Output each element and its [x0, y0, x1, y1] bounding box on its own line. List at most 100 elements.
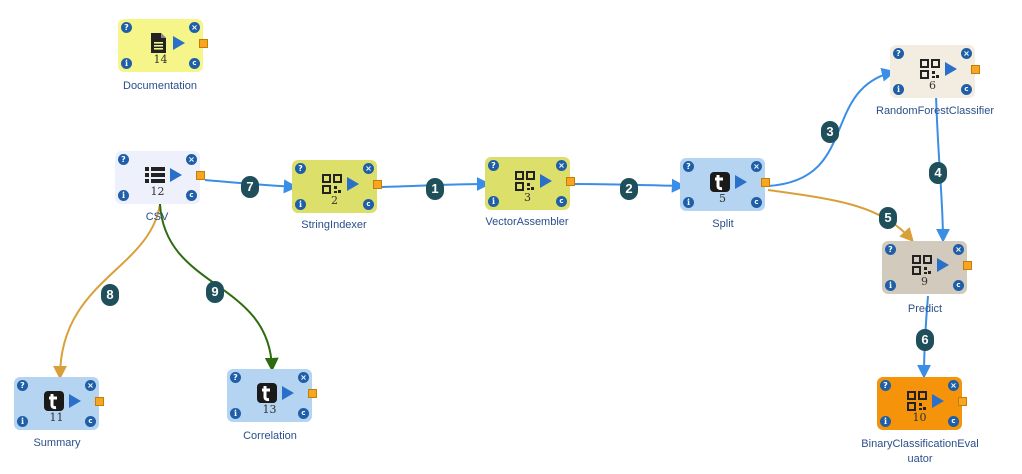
node-label: Split: [712, 218, 734, 230]
close-icon[interactable]: ×: [953, 244, 964, 255]
info-icon[interactable]: i: [295, 199, 306, 210]
help-icon[interactable]: ?: [230, 372, 241, 383]
help-icon[interactable]: ?: [683, 161, 694, 172]
config-icon[interactable]: c: [186, 190, 197, 201]
help-icon[interactable]: ?: [118, 154, 129, 165]
close-icon[interactable]: ×: [961, 48, 972, 59]
t-block-icon: [257, 383, 277, 403]
run-icon[interactable]: [735, 175, 747, 189]
edge-badge[interactable]: 8: [101, 284, 119, 306]
help-icon[interactable]: ?: [880, 380, 891, 391]
close-icon[interactable]: ×: [363, 163, 374, 174]
node-id: 14: [153, 53, 168, 66]
edge-badge[interactable]: 4: [929, 162, 947, 184]
help-icon[interactable]: ?: [893, 48, 904, 59]
info-icon[interactable]: i: [885, 280, 896, 291]
info-icon[interactable]: i: [118, 190, 129, 201]
node-id: 5: [719, 192, 726, 205]
config-icon[interactable]: c: [961, 84, 972, 95]
run-icon[interactable]: [69, 394, 81, 408]
close-icon[interactable]: ×: [189, 22, 200, 33]
close-icon[interactable]: ×: [298, 372, 309, 383]
edge-5[interactable]: [767, 189, 914, 243]
run-icon[interactable]: [945, 62, 957, 76]
node-binaryclassificationevaluator[interactable]: ? × i c 10: [877, 377, 967, 430]
edge-badge[interactable]: 9: [206, 281, 224, 303]
node-stringindexer[interactable]: ? × i c 2: [292, 160, 382, 213]
config-icon[interactable]: c: [298, 408, 309, 419]
output-port[interactable]: [761, 178, 770, 187]
close-icon[interactable]: ×: [186, 154, 197, 165]
run-icon[interactable]: [347, 177, 359, 191]
run-icon[interactable]: [282, 386, 294, 400]
node-documentation[interactable]: ? × i c 14: [118, 19, 208, 72]
config-icon[interactable]: c: [556, 196, 567, 207]
node-label: StringIndexer: [301, 219, 367, 231]
run-icon[interactable]: [937, 258, 949, 272]
output-port[interactable]: [373, 180, 382, 189]
edge-badge[interactable]: 5: [879, 207, 897, 229]
list-icon: [145, 167, 165, 183]
edge-badge[interactable]: 7: [241, 176, 259, 198]
config-icon[interactable]: c: [189, 58, 200, 69]
edge-badge[interactable]: 1: [426, 178, 444, 200]
node-label: Correlation: [243, 430, 297, 442]
qr-code-icon: [907, 391, 927, 411]
close-icon[interactable]: ×: [85, 380, 96, 391]
close-icon[interactable]: ×: [948, 380, 959, 391]
run-icon[interactable]: [932, 394, 944, 408]
help-icon[interactable]: ?: [488, 160, 499, 171]
config-icon[interactable]: c: [363, 199, 374, 210]
node-randomforestclassifier[interactable]: ? × i c 6: [890, 45, 980, 98]
info-icon[interactable]: i: [488, 196, 499, 207]
config-icon[interactable]: c: [85, 416, 96, 427]
info-icon[interactable]: i: [893, 84, 904, 95]
output-port[interactable]: [199, 39, 208, 48]
node-id: 13: [262, 403, 277, 416]
node-predict[interactable]: ? × i c 9: [882, 241, 972, 294]
config-icon[interactable]: c: [953, 280, 964, 291]
close-icon[interactable]: ×: [751, 161, 762, 172]
output-port[interactable]: [95, 397, 104, 406]
info-icon[interactable]: i: [121, 58, 132, 69]
close-icon[interactable]: ×: [556, 160, 567, 171]
node-label: CSV: [145, 211, 169, 223]
config-icon[interactable]: c: [948, 416, 959, 427]
node-vectorassembler[interactable]: ? × i c 3: [485, 157, 575, 210]
help-icon[interactable]: ?: [121, 22, 132, 33]
node-label: Documentation: [123, 80, 197, 92]
run-icon[interactable]: [540, 174, 552, 188]
help-icon[interactable]: ?: [295, 163, 306, 174]
node-split[interactable]: ? × i c 5: [680, 158, 770, 211]
output-port[interactable]: [971, 65, 980, 74]
run-icon[interactable]: [170, 168, 182, 182]
node-summary[interactable]: ? × i c 11: [14, 377, 104, 430]
edge-8[interactable]: [53, 203, 161, 380]
output-port[interactable]: [196, 171, 205, 180]
node-id: 2: [331, 194, 338, 207]
node-label: VectorAssembler: [485, 216, 569, 228]
node-csv[interactable]: ? × i c 12: [115, 151, 205, 204]
node-id: 10: [912, 411, 927, 424]
help-icon[interactable]: ?: [885, 244, 896, 255]
document-icon: [151, 33, 166, 53]
node-label: Summary: [33, 437, 81, 449]
info-icon[interactable]: i: [683, 197, 694, 208]
help-icon[interactable]: ?: [17, 380, 28, 391]
config-icon[interactable]: c: [751, 197, 762, 208]
output-port[interactable]: [963, 261, 972, 270]
edge-badge[interactable]: 3: [821, 121, 839, 143]
output-port[interactable]: [958, 397, 967, 406]
edge-badge[interactable]: 6: [916, 329, 934, 351]
run-icon[interactable]: [173, 36, 185, 50]
node-correlation[interactable]: ? × i c 13: [227, 369, 317, 422]
edge-badge[interactable]: 2: [620, 178, 638, 200]
info-icon[interactable]: i: [230, 408, 241, 419]
node-id: 9: [921, 275, 928, 288]
info-icon[interactable]: i: [880, 416, 891, 427]
qr-code-icon: [912, 255, 932, 275]
info-icon[interactable]: i: [17, 416, 28, 427]
output-port[interactable]: [566, 177, 575, 186]
output-port[interactable]: [308, 389, 317, 398]
